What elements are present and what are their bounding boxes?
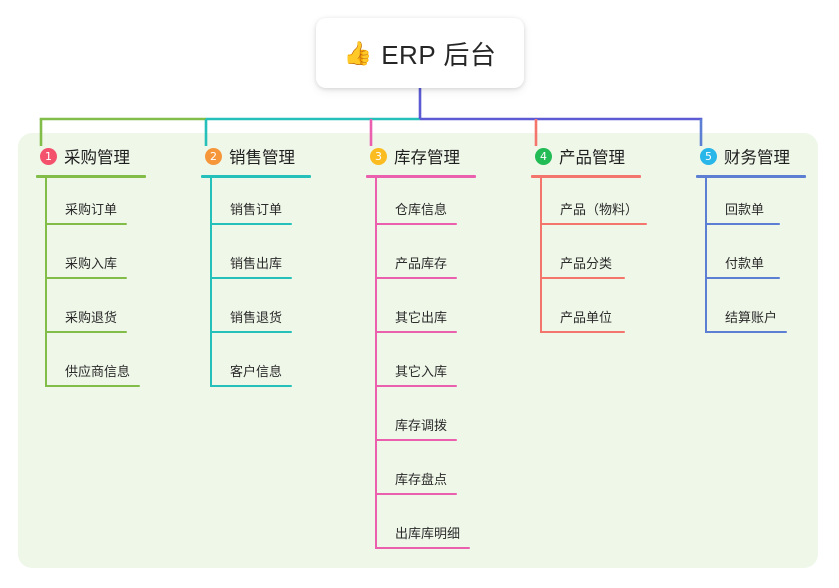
branch-header-2[interactable]: 2 销售管理 — [201, 143, 311, 178]
leaf-item-underline — [46, 277, 127, 279]
leaf-item-label: 采购订单 — [65, 202, 118, 217]
leaf-item-underline — [376, 547, 470, 549]
leaf-item-label: 销售退货 — [230, 310, 283, 325]
leaf-item-underline — [376, 223, 457, 225]
leaf-item-underline — [46, 331, 127, 333]
branch-title: 库存管理 — [394, 149, 460, 167]
branch-underline — [696, 175, 806, 178]
branch-title: 产品管理 — [559, 149, 625, 167]
leaf-item-underline — [211, 331, 292, 333]
root-node-card[interactable]: 👍 ERP 后台 — [316, 18, 524, 88]
branch-header-5[interactable]: 5 财务管理 — [696, 143, 806, 178]
branch-number-badge: 3 — [370, 147, 387, 165]
leaf-item-label: 回款单 — [725, 202, 765, 217]
branch-column-4: 4 产品管理产品（物料） 产品分类产品单位 — [531, 143, 647, 333]
page-title: ERP 后台 — [381, 39, 497, 70]
branch-number-badge: 4 — [535, 147, 552, 165]
thumbs-up-emoji: 👍 — [343, 39, 373, 66]
leaf-item-underline — [211, 385, 292, 387]
branch-header-4[interactable]: 4 产品管理 — [531, 143, 641, 178]
branch-title: 采购管理 — [64, 149, 130, 167]
leaf-item-label: 其它出库 — [395, 310, 448, 325]
leaf-item-underline — [211, 277, 292, 279]
branch-underline — [366, 175, 476, 178]
branch-column-2: 2 销售管理销售订单销售出库销售退货客户信息 — [201, 143, 311, 387]
branch-number-badge: 2 — [205, 147, 222, 165]
leaf-item-label: 客户信息 — [230, 364, 283, 379]
leaf-item-label: 库存调拨 — [395, 418, 448, 433]
branch-column-5: 5 财务管理回款单付款单结算账户 — [696, 143, 806, 333]
branch-underline — [531, 175, 641, 178]
content-panel — [18, 133, 818, 568]
leaf-item-label: 库存盘点 — [395, 472, 448, 487]
leaf-item-label: 付款单 — [725, 256, 765, 271]
leaf-item-label: 出库库明细 — [395, 526, 461, 541]
leaf-item-underline — [376, 331, 457, 333]
branch-underline — [36, 175, 146, 178]
leaf-item-underline — [376, 277, 457, 279]
leaf-item-underline — [706, 277, 780, 279]
branch-title: 财务管理 — [724, 149, 790, 167]
leaf-item-underline — [706, 331, 787, 333]
leaf-item-label: 采购入库 — [65, 256, 118, 271]
leaf-item-label: 销售出库 — [230, 256, 283, 271]
leaf-item-underline — [541, 277, 625, 279]
leaf-item-label: 采购退货 — [65, 310, 118, 325]
leaf-item-underline — [46, 223, 127, 225]
leaf-item-label: 销售订单 — [230, 202, 283, 217]
branch-title: 销售管理 — [229, 149, 295, 167]
leaf-item-label: 其它入库 — [395, 364, 448, 379]
branch-number-badge: 5 — [700, 147, 717, 165]
branch-column-3: 3 库存管理仓库信息产品库存其它出库其它入库库存调拨库存盘点出库库明细 — [366, 143, 476, 549]
leaf-item-underline — [46, 385, 140, 387]
leaf-item-underline — [376, 493, 457, 495]
leaf-item-underline — [376, 439, 457, 441]
branch-underline — [201, 175, 311, 178]
leaf-item-label: 产品库存 — [395, 256, 448, 271]
leaf-item-underline — [211, 223, 292, 225]
branch-column-1: 1 采购管理采购订单采购入库采购退货供应商信息 — [36, 143, 146, 387]
branch-header-3[interactable]: 3 库存管理 — [366, 143, 476, 178]
leaf-item-label: 产品分类 — [560, 256, 613, 271]
leaf-item-underline — [706, 223, 780, 225]
leaf-item-underline — [376, 385, 457, 387]
leaf-item-label: 结算账户 — [725, 310, 778, 325]
leaf-item-label: 供应商信息 — [65, 364, 131, 379]
leaf-item-label: 仓库信息 — [395, 202, 448, 217]
leaf-item-label: 产品单位 — [560, 310, 613, 325]
leaf-item-underline — [541, 331, 625, 333]
leaf-item-label: 产品（物料） — [560, 202, 639, 217]
branch-header-1[interactable]: 1 采购管理 — [36, 143, 146, 178]
branch-number-badge: 1 — [40, 147, 57, 165]
leaf-item-underline — [541, 223, 647, 225]
